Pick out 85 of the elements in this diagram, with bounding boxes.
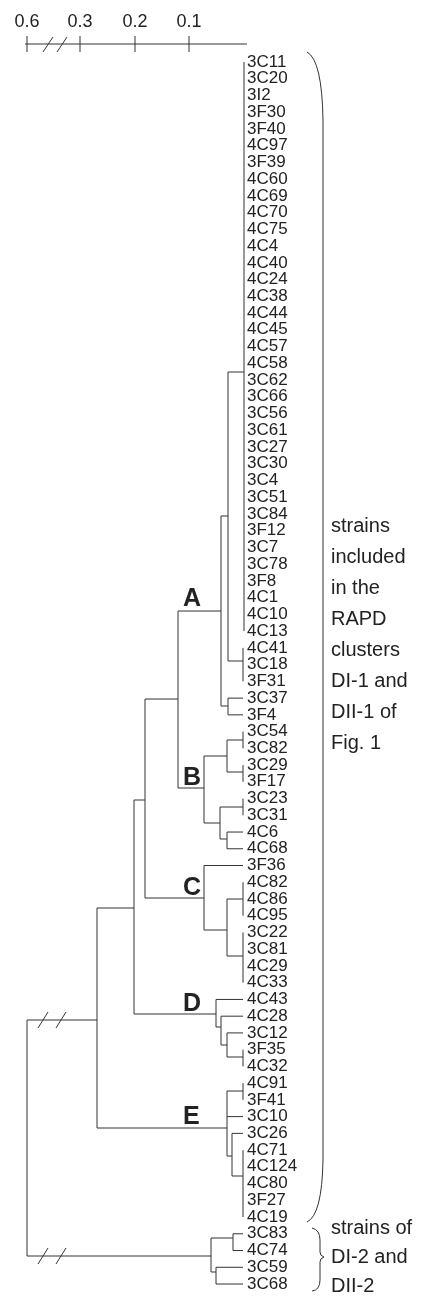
strain-label: 3F17 <box>247 773 286 791</box>
strain-label: 3C20 <box>247 70 288 88</box>
scale-value: 0.2 <box>121 11 149 31</box>
cluster-letter: E <box>183 1102 200 1128</box>
strain-label: 3C4 <box>247 472 279 489</box>
strain-label: 3F36 <box>247 857 286 874</box>
cluster-letter: D <box>183 989 202 1015</box>
strain-label: 3C11 <box>247 53 287 71</box>
strain-label: 4C68 <box>247 840 288 858</box>
strain-label: 4C40 <box>247 254 288 272</box>
strain-label: 3C22 <box>247 924 288 941</box>
cluster-letter: B <box>183 763 202 789</box>
strain-label: 4C80 <box>247 1175 288 1192</box>
annotation-text: strains of DI-2 and DII-2 <box>331 1215 414 1298</box>
strain-label: 3F4 <box>247 706 277 724</box>
strain-label: 3C27 <box>247 438 288 456</box>
strain-label: 4C29 <box>247 957 288 975</box>
strain-label: 3C12 <box>247 1024 288 1042</box>
strain-label: 4C75 <box>247 221 288 238</box>
strain-label: 4C69 <box>247 187 288 205</box>
strain-label: 3C51 <box>247 488 288 506</box>
strain-label: 3C83 <box>247 1225 288 1243</box>
strain-label: 4C124 <box>247 1158 298 1176</box>
strain-label: 4C4 <box>247 237 279 255</box>
strain-label: 3C23 <box>247 790 288 807</box>
strain-label: 4C97 <box>247 137 288 155</box>
strain-label: 4C57 <box>247 338 288 355</box>
strain-label: 4C71 <box>247 1141 288 1159</box>
strain-label: 4C28 <box>247 1007 288 1025</box>
strain-label: 3C68 <box>247 1275 288 1293</box>
strain-label: 3C82 <box>247 740 288 757</box>
strain-label: 3F39 <box>247 154 286 171</box>
strain-label: 3C29 <box>247 756 288 774</box>
strain-label: 4C33 <box>247 974 288 992</box>
strain-label: 3C78 <box>247 555 288 573</box>
strain-label: 3C61 <box>247 421 288 439</box>
strain-label: 4C82 <box>247 873 288 891</box>
cluster-letter: A <box>183 584 202 610</box>
strain-label: 4C6 <box>247 823 279 841</box>
strain-label: 3C26 <box>247 1125 288 1142</box>
strain-label: 3F12 <box>247 522 286 540</box>
strain-label: 3C18 <box>247 656 288 673</box>
strain-label: 3F31 <box>247 673 286 690</box>
strain-label: 3C37 <box>247 689 288 707</box>
strain-label: 3F27 <box>247 1191 286 1209</box>
strain-label: 4C45 <box>247 321 288 339</box>
strain-label: 4C43 <box>247 991 288 1008</box>
strain-label: 4C19 <box>247 1208 288 1226</box>
strain-label: 4C38 <box>247 288 288 305</box>
strain-label: 4C1 <box>247 589 279 606</box>
strain-label: 4C13 <box>247 622 288 640</box>
strain-label: 3C30 <box>247 455 288 473</box>
strain-label: 4C32 <box>247 1058 288 1075</box>
scale-value: 0.3 <box>66 11 94 31</box>
strain-label: 4C74 <box>247 1242 288 1259</box>
strain-label: 4C95 <box>247 907 288 925</box>
strain-label: 3C84 <box>247 505 288 523</box>
scale-value: 0.6 <box>13 11 41 31</box>
cluster-letter: C <box>183 873 202 899</box>
strain-label: 3F40 <box>247 120 286 138</box>
strain-label: 3C31 <box>247 806 288 824</box>
strain-label: 3C10 <box>247 1108 288 1125</box>
strain-label: 4C60 <box>247 170 288 188</box>
strain-label: 4C44 <box>247 304 288 322</box>
strain-label: 4C86 <box>247 890 288 908</box>
strain-label: 4C70 <box>247 204 288 221</box>
strain-label: 3F30 <box>247 103 286 121</box>
annotation-text: strains included in the RAPD clusters DI-1 and DII-1 of Fig. 1 <box>331 513 409 755</box>
scale-value: 0.1 <box>175 11 203 31</box>
strain-label: 4C91 <box>247 1074 288 1092</box>
strain-label: 3C59 <box>247 1258 288 1276</box>
strain-label: 4C41 <box>247 639 288 657</box>
strain-label: 3C54 <box>247 723 288 740</box>
strain-label: 4C10 <box>247 606 288 623</box>
strain-label: 4C24 <box>247 271 288 288</box>
strain-label: 3F41 <box>247 1091 286 1109</box>
strain-label: 3F35 <box>247 1041 286 1058</box>
strain-label: 3C7 <box>247 539 279 556</box>
strain-label: 3C56 <box>247 405 288 422</box>
strain-label: 3C62 <box>247 371 288 389</box>
strain-label: 3I2 <box>247 87 271 104</box>
strain-label: 3C66 <box>247 388 288 406</box>
strain-label: 4C58 <box>247 354 288 372</box>
strain-label: 3F8 <box>247 572 277 590</box>
strain-label: 3C81 <box>247 940 288 958</box>
